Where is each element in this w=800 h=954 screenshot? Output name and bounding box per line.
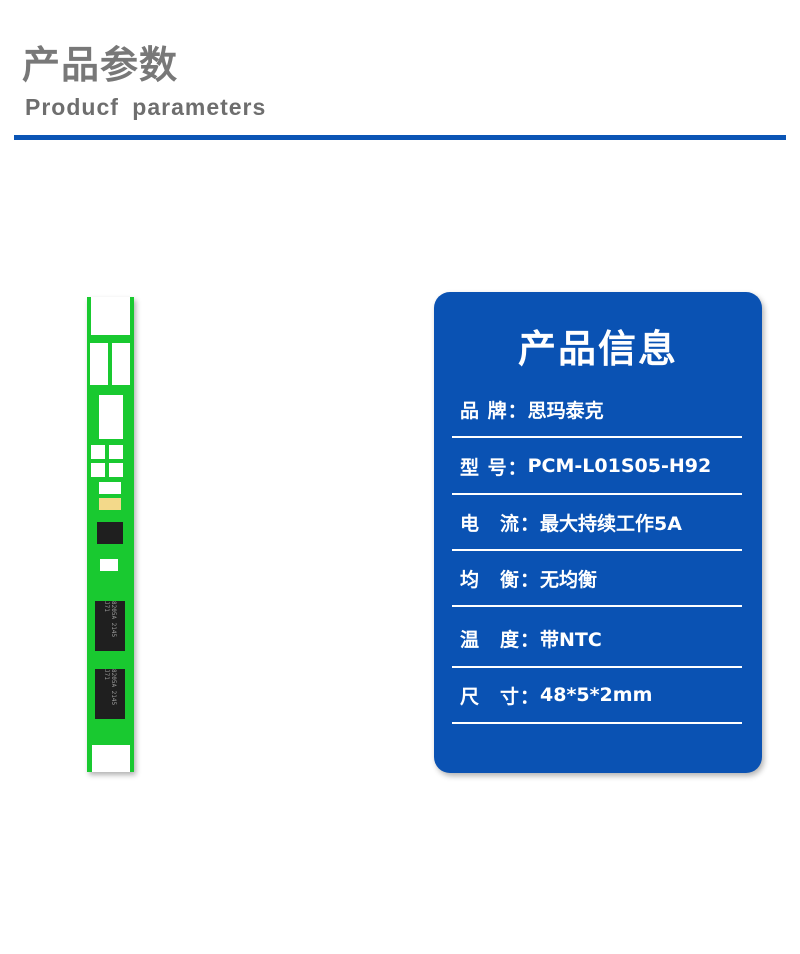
pad bbox=[99, 395, 123, 439]
section-title-en: Producf parameters bbox=[25, 94, 267, 120]
row-value: PCM-L01S05-H92 bbox=[527, 455, 712, 477]
pad bbox=[109, 445, 123, 459]
info-row-size: 尺 寸：48*5*2mm bbox=[452, 668, 742, 724]
divider bbox=[14, 135, 786, 140]
info-row-temperature: 温 度：带NTC bbox=[452, 610, 742, 668]
pad bbox=[91, 463, 105, 477]
row-value: 48*5*2mm bbox=[540, 684, 653, 706]
pad bbox=[92, 745, 130, 772]
pad bbox=[91, 297, 130, 335]
pad bbox=[99, 482, 121, 494]
product-info-card: 产品信息 品 牌：思玛泰克 型 号：PCM-L01S05-H92 电 流：最大持… bbox=[434, 292, 762, 773]
row-label: 均 衡： bbox=[460, 568, 541, 591]
info-row-balance: 均 衡：无均衡 bbox=[452, 551, 742, 607]
chip: 8205A 2145 J71 bbox=[95, 601, 125, 651]
chip bbox=[97, 522, 123, 544]
row-label: 型 号： bbox=[460, 456, 528, 479]
row-value: 无均衡 bbox=[540, 568, 598, 591]
row-label: 电 流： bbox=[460, 512, 541, 535]
pad bbox=[91, 445, 105, 459]
info-row-brand: 品 牌：思玛泰克 bbox=[452, 382, 742, 438]
pcb-image: 8205A 2145 J71 8205A 2145 J71 bbox=[87, 297, 134, 772]
row-value: 最大持续工作5A bbox=[540, 512, 682, 535]
row-label: 尺 寸： bbox=[460, 685, 541, 708]
chip: 8205A 2145 J71 bbox=[95, 669, 125, 719]
pad bbox=[112, 343, 130, 385]
pad bbox=[90, 343, 108, 385]
info-row-model: 型 号：PCM-L01S05-H92 bbox=[452, 439, 742, 495]
pad bbox=[109, 463, 123, 477]
row-value: 带NTC bbox=[540, 628, 602, 651]
info-row-current: 电 流：最大持续工作5A bbox=[452, 495, 742, 551]
pad bbox=[100, 559, 118, 571]
card-title: 产品信息 bbox=[517, 327, 678, 371]
row-label: 品 牌： bbox=[460, 399, 528, 422]
row-value: 思玛泰克 bbox=[527, 399, 604, 422]
pad bbox=[99, 498, 121, 510]
row-label: 温 度： bbox=[460, 628, 541, 651]
section-title-cn: 产品参数 bbox=[22, 43, 179, 87]
